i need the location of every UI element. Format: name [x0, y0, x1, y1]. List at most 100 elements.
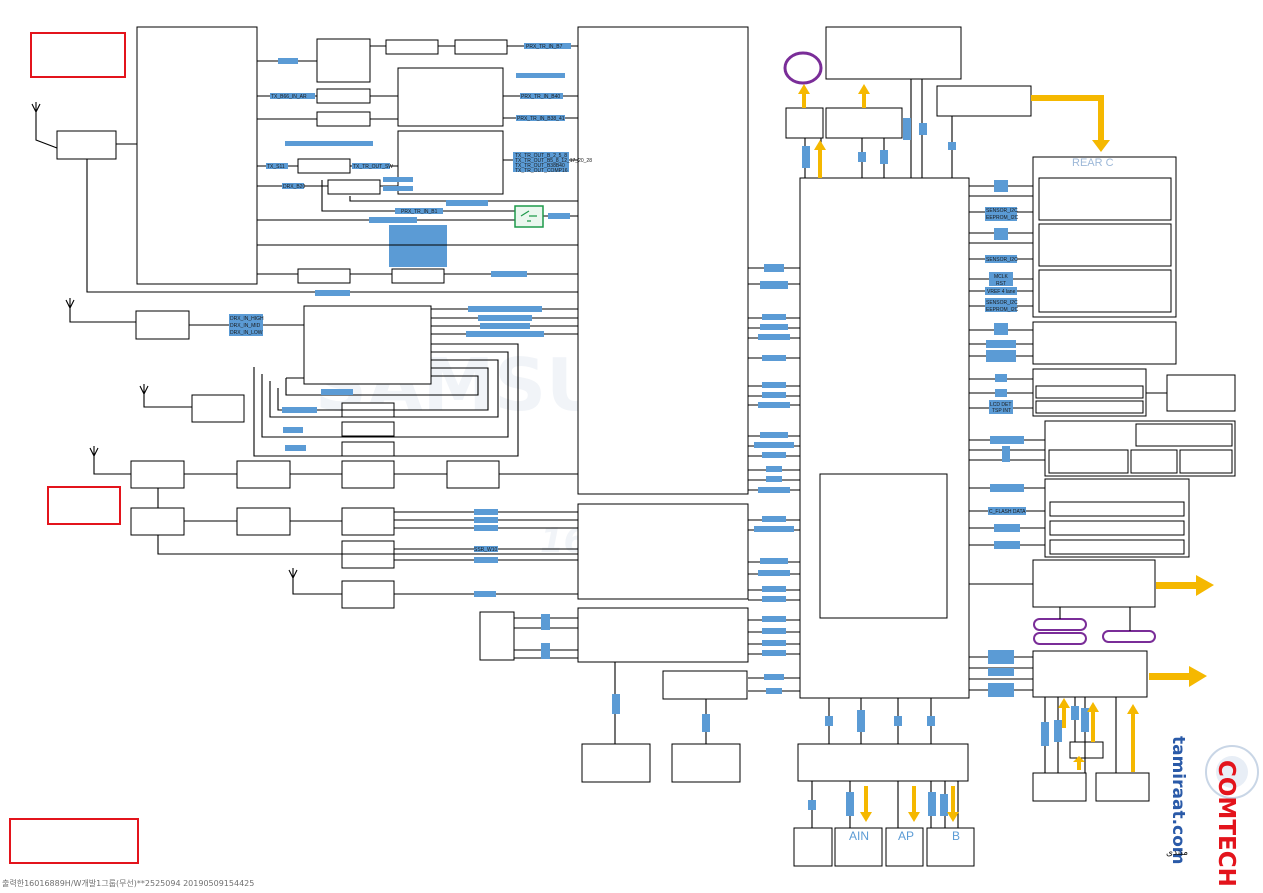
red-note-box-mid	[47, 486, 121, 525]
charger-block	[1032, 650, 1148, 698]
label-tx-b66: TX_B66_IN_AR	[271, 94, 307, 100]
site-name[interactable]: tamiraat.com	[1168, 736, 1188, 865]
blue-bus-block	[389, 225, 447, 267]
label-sensor-i2c-2: SENSOR_I2C	[986, 257, 1018, 263]
label-eeprom-i2c-2: EEPROM_I2C	[986, 307, 1019, 313]
clock-block	[662, 670, 748, 700]
label-ssr-w10: SSR_W10	[474, 547, 498, 553]
red-note-box-bottom	[9, 818, 139, 864]
diplexer-block	[56, 130, 117, 160]
label-tx-group-2: TX_TR_OUT_B5_8_12_17_20_28	[515, 158, 592, 164]
gps-filter-block	[191, 394, 245, 423]
site-arabic-name: منتدى	[1166, 848, 1189, 858]
label-tx-tr-out-sw: TX_TR_OUT_SW	[353, 164, 393, 170]
speaker-ring-icon	[783, 51, 823, 85]
yellow-arrows	[798, 84, 1214, 822]
small-block-a	[785, 107, 824, 139]
display-module-block	[825, 26, 962, 80]
label-drx-b20: DRX_B20	[283, 184, 305, 190]
camera-sensor-1	[1038, 177, 1172, 221]
front-end-module-block	[136, 26, 258, 285]
label-tx-group-1: TX_TR_OUT_B_2_5_8	[515, 153, 567, 159]
drx-filter-block	[135, 310, 190, 340]
application-processor-block	[799, 177, 970, 699]
ap-label: AP	[898, 829, 914, 843]
fem-block	[236, 507, 291, 536]
label-prx-b1: PRX_TR_IN_B1	[401, 209, 438, 215]
saw-block-1	[297, 158, 351, 174]
camera-sensor-2	[1038, 223, 1172, 267]
rf-transceiver-block	[577, 26, 749, 495]
fm-block	[341, 580, 395, 609]
label-drx-low: DRX_IN_LOW	[230, 330, 263, 336]
memory-block-2	[671, 743, 741, 783]
lna-block-b	[341, 421, 395, 437]
duplexer-block-1	[385, 39, 439, 55]
low-band-pa-block	[397, 130, 504, 195]
storage-sub-1	[1049, 501, 1185, 517]
camera-sensor-3	[1038, 269, 1172, 313]
comtech-logo: COMTECH	[1205, 745, 1259, 887]
memory-block-1	[581, 743, 651, 783]
drx-module-block	[303, 305, 432, 385]
svg-text:COMTECH: COMTECH	[1213, 760, 1239, 887]
lcd-sub-2	[1035, 400, 1144, 414]
wifi-bt-chip-block	[577, 503, 749, 600]
label-drx-high: DRX_IN_HIGH	[230, 316, 264, 322]
bottom-block-b	[926, 827, 975, 867]
label-mclk: MCLK	[994, 274, 1009, 280]
sensor-sub-2	[1048, 449, 1129, 474]
usb-block	[1032, 559, 1156, 608]
wifi-fem-block	[341, 507, 395, 536]
label-tx-group-3: TX_TR_OUT_B38B40	[515, 163, 565, 169]
sensor-sub-3	[1130, 449, 1178, 474]
gps-lna-block	[341, 460, 395, 489]
filter-block	[316, 111, 371, 127]
touch-ic-block	[936, 85, 1032, 117]
bt-switch-block	[130, 507, 185, 536]
antenna-icon	[31, 102, 58, 149]
antenna-icon	[288, 568, 342, 595]
pmic-block	[797, 743, 969, 782]
fuel-gauge-block	[1069, 741, 1104, 759]
label-tx-group-4: TX_TR_OUT_COMP16	[515, 168, 568, 174]
coil-pill-3	[1102, 630, 1156, 643]
sensor-sub-1	[1135, 423, 1233, 447]
lna-block-c	[341, 441, 395, 457]
wifi-filter-block	[130, 460, 185, 489]
rear-camera-label: REAR C	[1072, 157, 1114, 169]
switch-glyph	[520, 210, 537, 222]
label-c-flash-data: C_FLASH DATA	[989, 509, 1026, 515]
b-label: B	[952, 829, 960, 843]
label-sensor-i2c: SENSOR_I2C	[986, 208, 1018, 214]
coupler-block	[316, 88, 371, 104]
pmic-rf-block	[577, 607, 749, 663]
label-drx-mid: DRX_IN_MID	[230, 323, 261, 329]
antenna-icon	[139, 384, 192, 408]
label-prx-b38-41: PRX_TR_IN_B38_41	[517, 116, 565, 122]
battery-block	[1032, 772, 1087, 802]
lna-block	[236, 460, 291, 489]
coil-pill-1	[1033, 618, 1087, 631]
ap-core-block	[819, 473, 948, 619]
duplexer-block-2	[454, 39, 508, 55]
footer-print-stamp: 출력한16016889H/W개발1그룹(무선)**2525094 2019050…	[2, 879, 255, 888]
signal-label-bars	[229, 43, 1089, 816]
label-tx-s11: TX_S11	[267, 164, 285, 170]
antenna-icon	[65, 298, 136, 323]
storage-sub-3	[1049, 539, 1185, 555]
bottom-block-ap	[885, 827, 924, 867]
bottom-block-1	[793, 827, 833, 867]
connector-block	[1095, 772, 1150, 802]
saw-block-3	[297, 268, 351, 284]
label-lcd-det: LCD DET	[990, 402, 1011, 408]
label-sensor-i2c-3: SENSOR_I2C	[986, 300, 1018, 306]
saw-block-2	[327, 179, 381, 195]
label-prx-b7: PRX_TR_IN_B7	[526, 44, 563, 50]
lcd-sub-1	[1035, 385, 1144, 399]
signal-label-texts: PRX_TR_IN_B7 PRX_TR_IN_B40 PRX_TR_IN_B38…	[230, 44, 1026, 553]
gps-saw-block	[446, 460, 500, 489]
front-camera-block	[1032, 321, 1177, 365]
red-note-box-top	[30, 32, 126, 78]
